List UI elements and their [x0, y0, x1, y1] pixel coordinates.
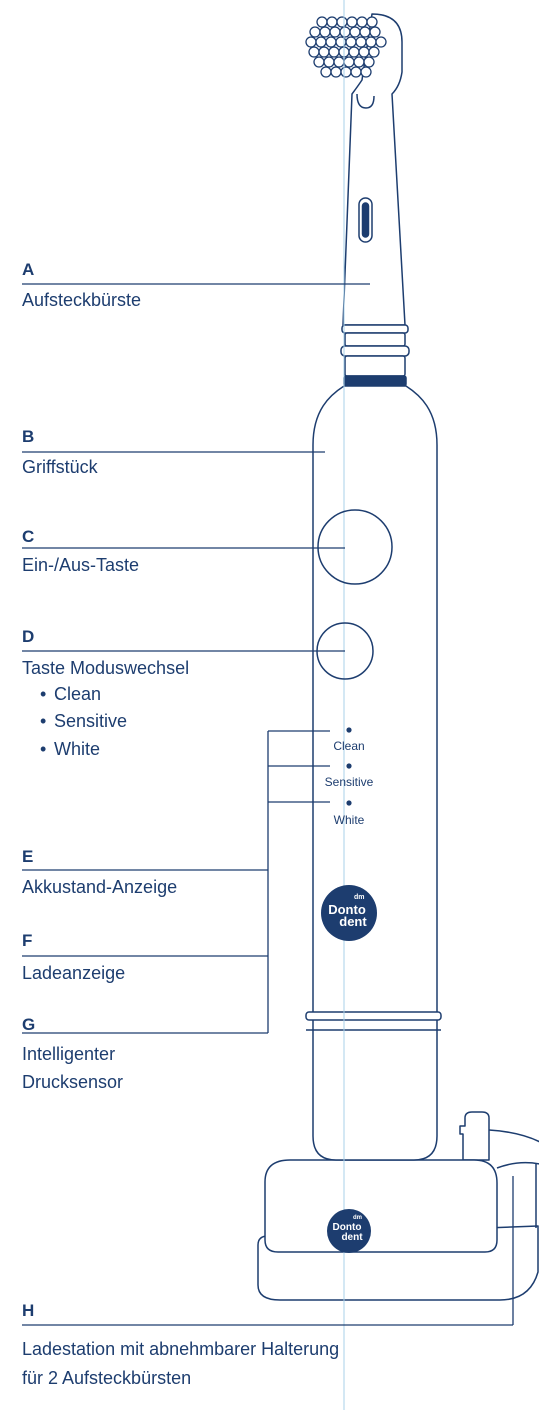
- label-text-charging-station: für 2 Aufsteckbürsten: [22, 1368, 192, 1388]
- bristle-tuft: [325, 36, 337, 48]
- label-letter-f: F: [22, 931, 33, 950]
- handle-ring: [305, 1011, 442, 1021]
- bristle-tuft: [328, 46, 340, 58]
- indicator-dot-white: [346, 800, 352, 806]
- bristle-tuft: [368, 46, 380, 58]
- bristle-tuft: [308, 46, 320, 58]
- logo-line1: Donto: [332, 1222, 362, 1233]
- bristle-tuft: [348, 46, 360, 58]
- bristle-tuft: [336, 16, 348, 28]
- label-text-mode-button: Taste Moduswechsel: [22, 658, 190, 678]
- indicator-dot-sensitive: [346, 763, 352, 769]
- bristle-tuft: [345, 36, 357, 48]
- bristle-tuft: [350, 66, 362, 78]
- bristles: [305, 16, 387, 78]
- label-text-brush-head: Aufsteckbürste: [22, 290, 142, 310]
- brush-holder-post: [459, 1111, 490, 1161]
- label-text-charging-station: Ladestation mit abnehmbarer Halterung: [22, 1339, 340, 1359]
- bristle-tuft: [359, 26, 371, 38]
- logo-dm: dm: [354, 894, 365, 901]
- bristle-tuft: [316, 16, 328, 28]
- ring-5: [343, 375, 407, 387]
- brush-neck: [342, 13, 406, 326]
- bristle-tuft: [363, 56, 375, 68]
- bristle-tuft: [309, 26, 321, 38]
- logo-line2: dent: [339, 914, 367, 929]
- bristle-tuft: [346, 16, 358, 28]
- label-text-charge-indicator: Ladeanzeige: [22, 963, 126, 983]
- label-letter-g: G: [22, 1015, 36, 1034]
- bristle-tuft: [313, 56, 325, 68]
- ring-4: [344, 355, 406, 377]
- handle-body: [312, 385, 438, 1161]
- brand-logo-handle: dm Donto dent: [321, 885, 377, 941]
- bristle-tuft: [318, 46, 330, 58]
- bristle-tuft: [329, 26, 341, 38]
- charging-base: [264, 1159, 498, 1253]
- ring-3: [340, 345, 410, 357]
- label-text-power-button: Ein-/Aus-Taste: [22, 555, 140, 575]
- label-letter-e: E: [22, 847, 34, 866]
- bristle-tuft: [358, 46, 370, 58]
- bristle-tuft: [333, 56, 345, 68]
- bristle-tuft: [369, 26, 381, 38]
- mode-list-item: Clean: [40, 683, 101, 705]
- logo-line2: dent: [341, 1232, 363, 1243]
- bristle-tuft: [315, 36, 327, 48]
- ring-2: [344, 332, 406, 347]
- bristle-tuft: [323, 56, 335, 68]
- indicator-dot-clean: [346, 727, 352, 733]
- label-letter-a: A: [22, 260, 35, 279]
- bristle-tuft: [375, 36, 387, 48]
- brush-holder-arm-lower: [496, 1161, 539, 1169]
- ring-1: [341, 324, 409, 334]
- bristle-tuft: [355, 36, 367, 48]
- bristle-tuft: [319, 26, 331, 38]
- bristle-tuft: [356, 16, 368, 28]
- indicator-label-clean: Clean: [333, 739, 365, 753]
- bristle-tuft: [365, 36, 377, 48]
- bristle-tuft: [343, 56, 355, 68]
- bristle-tuft: [340, 66, 352, 78]
- logo-line1: Donto: [328, 902, 366, 917]
- label-letter-d: D: [22, 627, 35, 646]
- bristle-tuft: [339, 26, 351, 38]
- indicator-label-sensitive: Sensitive: [324, 775, 374, 789]
- brand-logo-base: dm Donto dent: [327, 1209, 371, 1253]
- bristle-tuft: [360, 66, 372, 78]
- bristle-tuft: [349, 26, 361, 38]
- brush-neck-tab: [356, 93, 375, 109]
- logo-dm: dm: [353, 1215, 362, 1221]
- label-text-handle: Griffstück: [22, 457, 98, 477]
- bristle-tuft: [353, 56, 365, 68]
- mode-list-item: White: [40, 738, 100, 760]
- indicator-label-white: White: [333, 813, 365, 827]
- power-button[interactable]: [317, 509, 393, 585]
- label-text-battery-indicator: Akkustand-Anzeige: [22, 877, 178, 897]
- label-letter-c: C: [22, 527, 35, 546]
- bristle-tuft: [320, 66, 332, 78]
- bristle-tuft: [330, 66, 342, 78]
- label-text-pressure-sensor: Drucksensor: [22, 1072, 124, 1092]
- brush-holder-arm: [488, 1129, 539, 1143]
- bristle-tuft: [305, 36, 317, 48]
- label-letter-h: H: [22, 1301, 35, 1320]
- neck-slot-inner: [361, 202, 370, 238]
- label-letter-b: B: [22, 427, 35, 446]
- mode-list-item: Sensitive: [40, 710, 127, 732]
- bristle-tuft: [366, 16, 378, 28]
- bristle-tuft: [326, 16, 338, 28]
- label-text-pressure-sensor: Intelligenter: [22, 1044, 116, 1064]
